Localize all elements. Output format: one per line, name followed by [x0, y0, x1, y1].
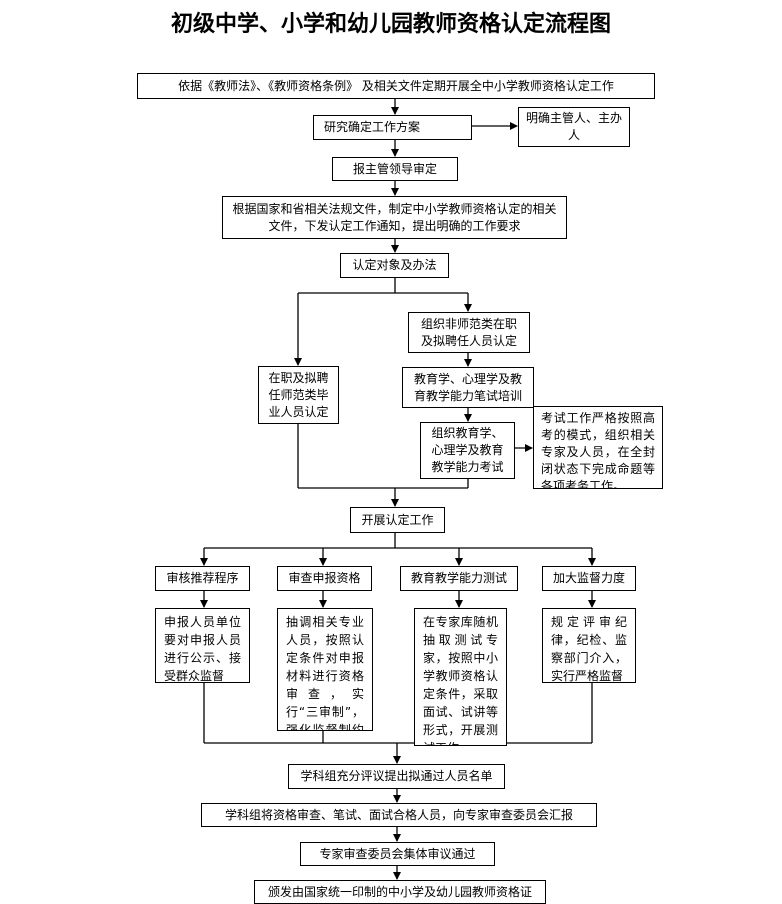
node-targets: 认定对象及办法 [340, 253, 449, 278]
node-report: 学科组将资格审查、笔试、面试合格人员，向专家审查委员会汇报 [201, 803, 597, 827]
node-exam-note: 考试工作严格按照高考的模式，组织相关专家及人员，在全封闭状态下完成命题等各项考务… [533, 406, 663, 489]
node-detail-a: 申报人员单位要对申报人员进行公示、接受群众监督 [155, 608, 250, 683]
node-detail-b: 抽调相关专业人员，按照认定条件对申报材料进行资格审查，实行“三审制”，强化监督制… [277, 608, 373, 731]
node-issue: 颁发由国家统一印制的中小学及幼儿园教师资格证 [254, 880, 546, 904]
node-start: 开展认定工作 [350, 507, 445, 533]
node-non-normal: 组织非师范类在职及拟聘任人员认定 [408, 312, 530, 353]
node-review: 学科组充分评议提出拟通过人员名单 [288, 764, 505, 789]
node-detail-d: 规定评审纪律，纪检、监察部门介入，实行严格监督 [542, 608, 636, 683]
node-branch-d: 加大监督力度 [542, 566, 636, 591]
node-normal-grads: 在职及拟聘任师范类毕业人员认定 [258, 366, 339, 424]
node-detail-c: 在专家库随机抽取测试专家，按照中小学教师资格认定条件，采取面试、试讲等形式，开展… [414, 608, 507, 746]
node-training: 教育学、心理学及教育教学能力笔试培训 [402, 367, 534, 408]
node-branch-a: 审核推荐程序 [155, 566, 250, 591]
node-plan: 研究确定工作方案 [313, 115, 472, 140]
node-documents: 根据国家和省相关法规文件，制定中小学教师资格认定的相关文件，下发认定工作通知，提… [222, 196, 567, 239]
node-branch-b: 审查申报资格 [277, 566, 372, 591]
node-approve: 报主管领导审定 [332, 157, 458, 181]
page-title: 初级中学、小学和幼儿园教师资格认定流程图 [170, 11, 611, 37]
node-basis: 依据《教师法》、《教师资格条例》 及相关文件定期开展全中小学教师资格认定工作 [137, 73, 655, 99]
node-committee: 专家审查委员会集体审议通过 [300, 842, 495, 866]
node-exam: 组织教育学、心理学及教育教学能力考试 [420, 422, 515, 479]
node-branch-c: 教育教学能力测试 [400, 566, 518, 591]
node-assign: 明确主管人、主办人 [518, 107, 630, 147]
